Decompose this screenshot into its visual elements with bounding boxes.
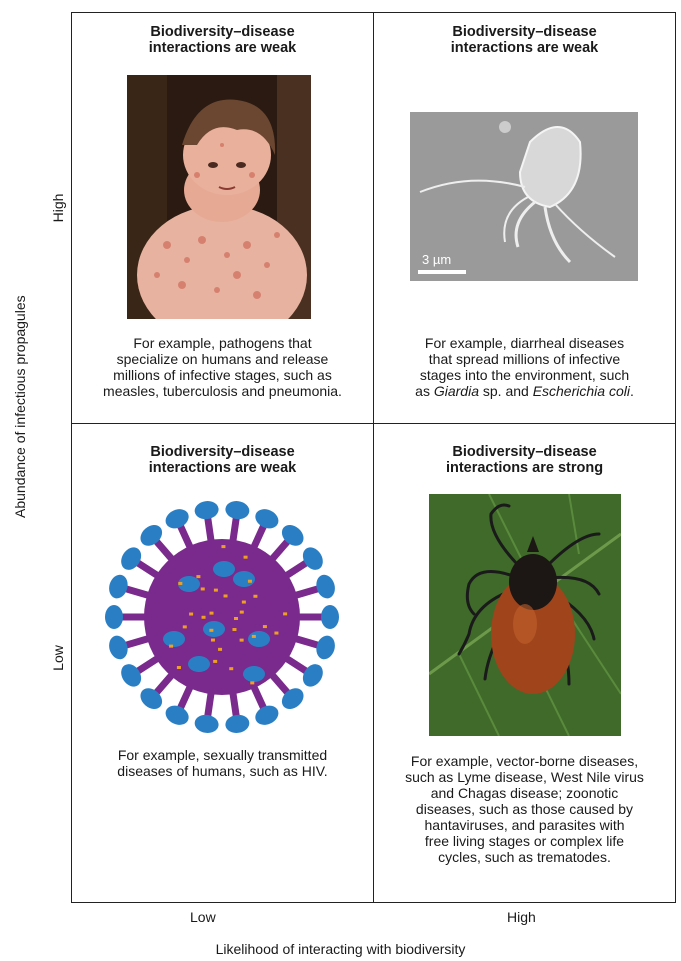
cell-top-left: Biodiversity–disease interactions are we… xyxy=(72,13,373,423)
cell-description: For example, sexually transmitted diseas… xyxy=(72,747,373,779)
species-name: Giardia xyxy=(434,383,479,399)
title-line: interactions are strong xyxy=(374,460,675,476)
cell-bottom-right: Biodiversity–disease interactions are st… xyxy=(374,424,675,902)
virus-spike xyxy=(252,702,281,728)
cell-title: Biodiversity–disease interactions are we… xyxy=(374,24,675,56)
text-line: For example, pathogens that xyxy=(72,335,373,351)
text-line: For example, sexually transmitted xyxy=(72,747,373,763)
text-fragment: as xyxy=(415,383,434,399)
virus-spike xyxy=(193,499,219,520)
tick-on-leaf-photo xyxy=(429,494,621,736)
text-line: diseases of humans, such as HIV. xyxy=(72,763,373,779)
text-line: and Chagas disease; zoonotic xyxy=(374,785,675,801)
text-line: For example, diarrheal diseases xyxy=(374,335,675,351)
text-fragment: . xyxy=(630,383,634,399)
cell-title: Biodiversity–disease interactions are we… xyxy=(72,444,373,476)
virus-spike xyxy=(314,633,338,661)
title-line: Biodiversity–disease xyxy=(72,444,373,460)
virus-spike xyxy=(105,605,123,629)
title-line: Biodiversity–disease xyxy=(374,24,675,40)
cell-description: For example, diarrheal diseases that spr… xyxy=(374,335,675,399)
text-line: stages into the environment, such xyxy=(374,367,675,383)
text-line: specialize on humans and release xyxy=(72,351,373,367)
text-fragment: sp. and xyxy=(479,383,533,399)
virus-spike xyxy=(224,499,250,520)
text-line: hantaviruses, and parasites with xyxy=(374,817,675,833)
virus-spike xyxy=(106,633,130,661)
giardia-micrograph: 3 µm xyxy=(410,112,638,281)
text-line: millions of infective stages, such as xyxy=(72,367,373,383)
cell-title: Biodiversity–disease interactions are st… xyxy=(374,444,675,476)
title-line: interactions are weak xyxy=(72,460,373,476)
text-line: For example, vector-borne diseases, xyxy=(374,753,675,769)
title-line: interactions are weak xyxy=(72,40,373,56)
virus-spike xyxy=(162,702,191,728)
virus-spike xyxy=(314,573,338,601)
text-line: diseases, such as those caused by xyxy=(374,801,675,817)
text-line: free living stages or complex life xyxy=(374,833,675,849)
y-axis-title: Abundance of infectious propagules xyxy=(12,338,28,518)
virus-spike xyxy=(321,605,339,629)
text-line: as Giardia sp. and Escherichia coli. xyxy=(374,383,675,399)
x-axis-high-label: High xyxy=(507,909,536,925)
virus-spike xyxy=(224,713,250,734)
child-with-measles-rash-photo xyxy=(127,75,311,319)
text-line: measles, tuberculosis and pneumonia. xyxy=(72,383,373,399)
scale-bar-label: 3 µm xyxy=(422,252,451,267)
virus-illustration xyxy=(94,489,354,739)
virus-spike xyxy=(252,506,281,532)
text-line: such as Lyme disease, West Nile virus xyxy=(374,769,675,785)
text-line: cycles, such as trematodes. xyxy=(374,849,675,865)
y-axis-low-label: Low xyxy=(50,638,66,678)
virus-spike xyxy=(106,573,130,601)
cell-bottom-left: Biodiversity–disease interactions are we… xyxy=(72,424,373,902)
cell-description: For example, vector-borne diseases, such… xyxy=(374,753,675,865)
title-line: Biodiversity–disease xyxy=(374,444,675,460)
cell-title: Biodiversity–disease interactions are we… xyxy=(72,24,373,56)
y-axis-high-label: High xyxy=(50,188,66,228)
cell-description: For example, pathogens that specialize o… xyxy=(72,335,373,399)
x-axis-low-label: Low xyxy=(190,909,216,925)
title-line: interactions are weak xyxy=(374,40,675,56)
title-line: Biodiversity–disease xyxy=(72,24,373,40)
virus-spike xyxy=(162,506,191,532)
cell-top-right: Biodiversity–disease interactions are we… xyxy=(374,13,675,423)
x-axis-title: Likelihood of interacting with biodivers… xyxy=(0,941,681,957)
text-line: that spread millions of infective xyxy=(374,351,675,367)
virus-spike xyxy=(193,713,219,734)
species-name: Escherichia coli xyxy=(533,383,630,399)
